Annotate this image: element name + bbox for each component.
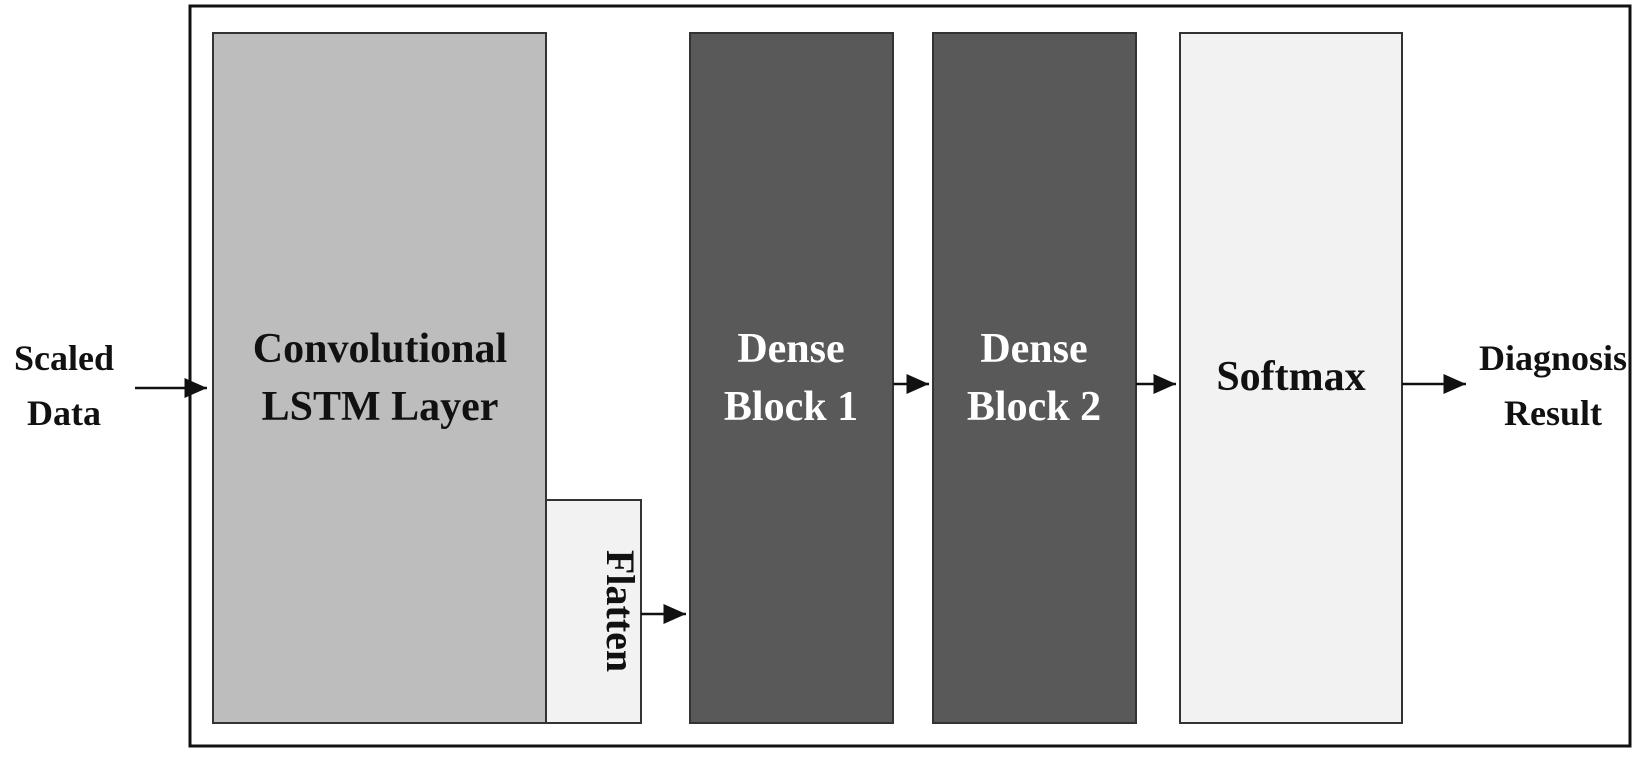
conv-lstm-box bbox=[212, 32, 547, 724]
output-label-line1: Diagnosis bbox=[1479, 338, 1627, 378]
dense-block-1: Dense Block 1 bbox=[689, 32, 894, 724]
dense-block-2-box bbox=[932, 32, 1137, 724]
dense-block-2-label-line1: Dense bbox=[980, 326, 1087, 372]
softmax-label: Softmax bbox=[1216, 354, 1365, 400]
conv-lstm-label-line1: Convolutional bbox=[253, 326, 507, 372]
flatten-block: Flatten bbox=[545, 499, 643, 724]
softmax-box bbox=[1179, 32, 1403, 724]
input-label-line1: Scaled bbox=[14, 338, 114, 378]
dense-block-1-label-line1: Dense bbox=[737, 326, 844, 372]
flatten-label: Flatten bbox=[598, 550, 643, 672]
softmax-block: Softmax bbox=[1179, 32, 1403, 724]
dense-block-1-label-line2: Block 1 bbox=[724, 384, 858, 430]
flatten-box bbox=[545, 499, 642, 724]
dense-block-2-label-line2: Block 2 bbox=[967, 384, 1101, 430]
output-label-line2: Result bbox=[1504, 393, 1602, 433]
dense-block-2: Dense Block 2 bbox=[932, 32, 1137, 724]
input-label-line2: Data bbox=[27, 393, 101, 433]
conv-lstm-label-line2: LSTM Layer bbox=[262, 384, 499, 430]
dense-block-1-box bbox=[689, 32, 894, 724]
conv-lstm-block: Convolutional LSTM Layer bbox=[212, 32, 547, 724]
